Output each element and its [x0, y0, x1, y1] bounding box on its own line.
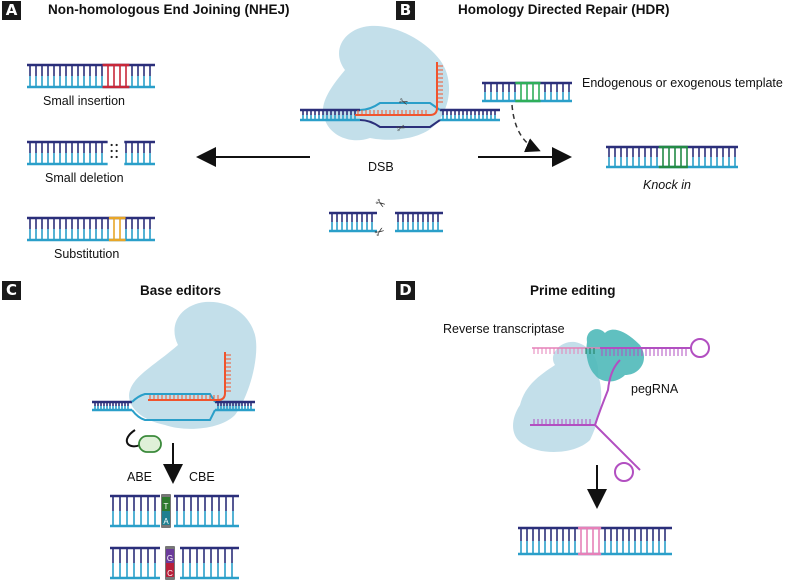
- deleted-base: [115, 155, 118, 159]
- dna-strand-top: [359, 102, 441, 111]
- base-letter: C: [167, 569, 173, 578]
- dna-strand-bottom: [359, 119, 441, 128]
- edited-base-top: [162, 497, 170, 511]
- abe-label: ABE: [127, 470, 153, 484]
- edited-base-bottom: [166, 563, 174, 577]
- abe-dna: TA: [110, 494, 239, 528]
- reverse-transcriptase-label: Reverse transcriptase: [443, 322, 565, 336]
- hdr-template-dna: [482, 81, 572, 103]
- dsb-broken-dna: [329, 211, 443, 233]
- scissors-icon: ✂: [397, 96, 410, 110]
- substitution-dna: [27, 216, 155, 242]
- small-deletion-label: Small deletion: [45, 171, 124, 185]
- pegrna-loop: [690, 338, 710, 358]
- prime-editor-complex: [513, 329, 710, 482]
- pegrna-loop: [614, 462, 634, 482]
- dsb-label: DSB: [368, 160, 394, 174]
- small-insertion-label: Small insertion: [43, 94, 125, 108]
- deleted-base: [115, 149, 118, 153]
- knock-in-label: Knock in: [643, 178, 691, 192]
- template-dashed-arrow: [511, 104, 541, 153]
- edited-base-bottom: [162, 511, 170, 525]
- panel-c-title: Base editors: [140, 283, 222, 298]
- dna-strand-top: [131, 393, 216, 403]
- pegrna: [530, 347, 700, 471]
- deleted-base: [110, 143, 113, 147]
- scissors-icon: ✂: [372, 195, 388, 212]
- cas9-complex: ✂ ✂: [300, 25, 500, 141]
- panel-c-badge: C: [2, 281, 21, 300]
- cbe-label: CBE: [189, 470, 215, 484]
- scissors-icon: ✂: [395, 121, 408, 135]
- panel-d-badge: D: [396, 281, 415, 300]
- panel-d-title: Prime editing: [530, 283, 616, 298]
- base-letter: G: [167, 554, 173, 563]
- prime-edited-dna: [518, 526, 672, 556]
- edited-base-top: [166, 549, 174, 563]
- base-letter: T: [164, 502, 169, 511]
- dna-strand-bottom: [131, 409, 216, 421]
- base-editor-complex: [92, 301, 257, 453]
- panel-a-title: Non-homologous End Joining (NHEJ): [48, 2, 290, 17]
- cbe-dna: GC: [110, 546, 239, 580]
- panel-a-badge: A: [2, 1, 21, 20]
- guide-rna: [355, 62, 438, 116]
- scissors-icon: ✂: [372, 223, 388, 240]
- cas9-blob: [322, 25, 450, 141]
- deleted-base: [110, 149, 113, 153]
- small-deletion-dna: [27, 139, 155, 167]
- pegrna-label: pegRNA: [631, 382, 679, 396]
- deleted-base: [115, 143, 118, 147]
- reverse-transcriptase-blob: [586, 329, 645, 382]
- base-letter: A: [163, 517, 169, 526]
- small-insertion-dna: [27, 63, 155, 89]
- deaminase: [138, 435, 162, 453]
- template-label: Endogenous or exogenous template: [582, 76, 783, 90]
- deleted-base: [110, 155, 113, 159]
- panel-b-title: Homology Directed Repair (HDR): [458, 2, 670, 17]
- panel-b-badge: B: [396, 1, 415, 20]
- substitution-label: Substitution: [54, 247, 120, 261]
- linker: [125, 429, 141, 448]
- knock-in-dna: [606, 145, 738, 169]
